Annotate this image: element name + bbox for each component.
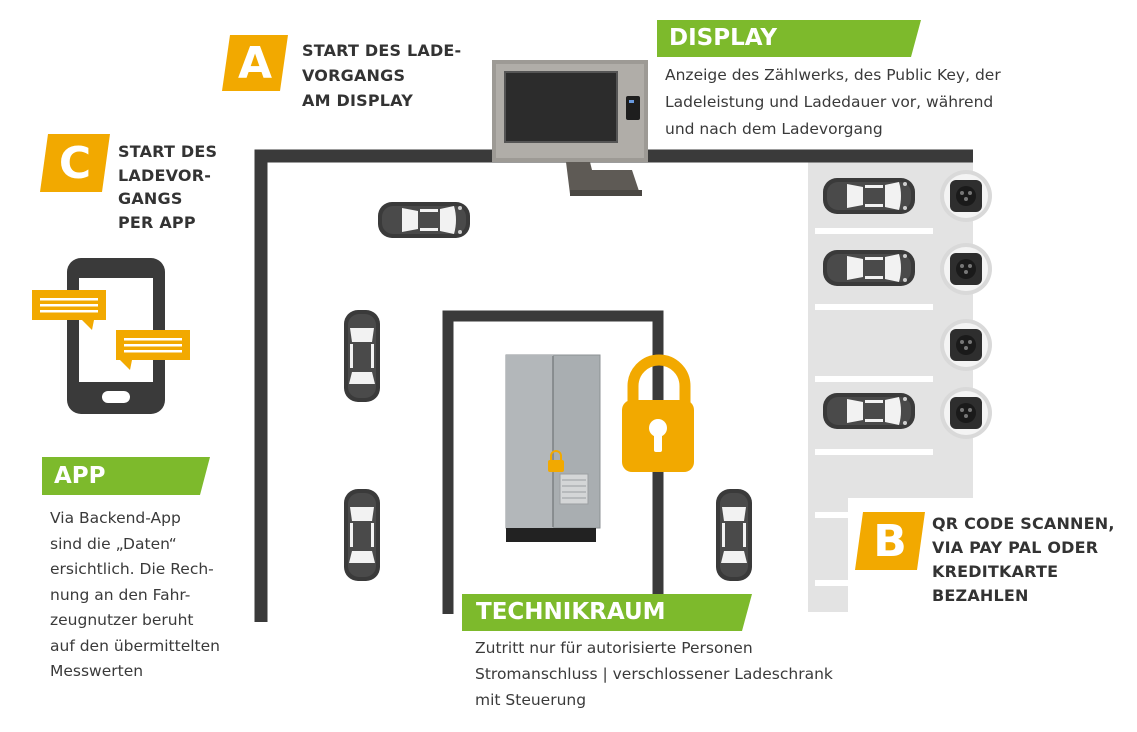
- step-a-badge: A: [222, 35, 288, 91]
- step-b-badge: B: [855, 512, 925, 570]
- charging-socket-icon: [940, 387, 992, 439]
- car-icon: [344, 310, 380, 402]
- charging-socket-icon: [940, 170, 992, 222]
- car-icon: [823, 393, 915, 429]
- car-icon: [344, 489, 380, 581]
- car-icon: [823, 250, 915, 286]
- display-title: DISPLAY: [669, 25, 777, 51]
- display-banner: DISPLAY: [657, 20, 921, 57]
- outer-wall: [254, 149, 973, 622]
- technikraum-title: TECHNIKRAUM: [476, 599, 666, 625]
- step-b-letter: B: [873, 515, 907, 567]
- monitor-icon: [492, 60, 648, 196]
- chat-bubble-icon: [116, 330, 190, 370]
- car-icon: [716, 489, 752, 581]
- car-icon: [823, 178, 915, 214]
- step-b-text: QR CODE SCANNEN, VIA PAY PAL ODER KREDIT…: [932, 514, 1115, 605]
- step-c-letter: C: [58, 137, 92, 189]
- charging-socket-icon: [940, 243, 992, 295]
- app-banner: APP: [42, 457, 210, 495]
- charging-socket-icon: [940, 319, 992, 371]
- step-c-badge: C: [40, 134, 110, 192]
- step-c-text: START DES LADEVOR- GANGS PER APP: [118, 142, 218, 232]
- display-description: Anzeige des Zählwerks, des Public Key, d…: [665, 66, 1001, 138]
- app-title: APP: [54, 463, 106, 489]
- cabinet-icon: [505, 354, 601, 542]
- technikraum-description: Zutritt nur für autorisierte Personen St…: [475, 639, 833, 709]
- app-description: Via Backend-App sind die „Daten“ ersicht…: [50, 509, 220, 680]
- car-icon: [378, 202, 470, 238]
- padlock-icon: [622, 354, 694, 472]
- step-a-text: START DES LADE- VORGANGS AM DISPLAY: [302, 41, 462, 110]
- chat-bubble-icon: [32, 290, 106, 330]
- step-a-letter: A: [237, 37, 273, 89]
- technikraum-banner: TECHNIKRAUM: [462, 594, 752, 631]
